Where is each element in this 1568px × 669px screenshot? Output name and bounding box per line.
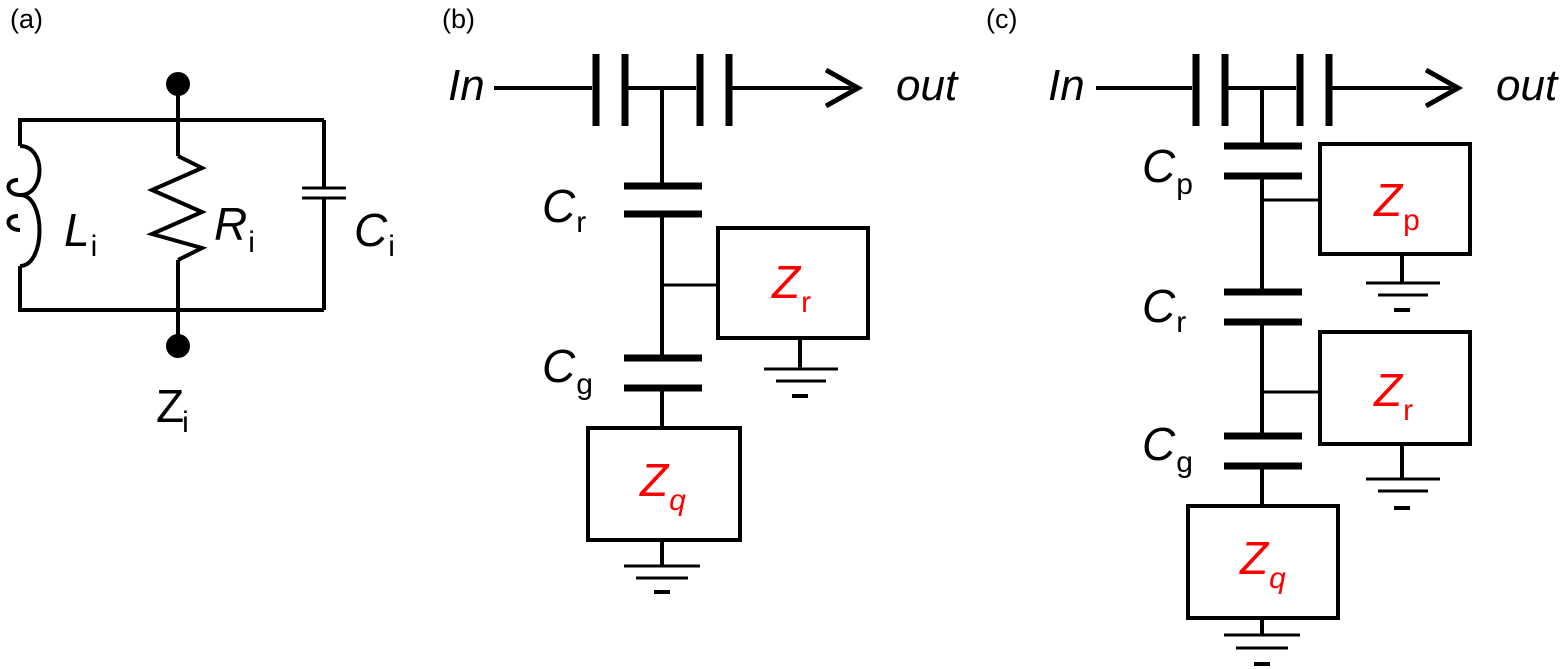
zr-label: Zr (1373, 364, 1413, 427)
capacitor-label: Ci (354, 204, 395, 263)
impedance-box-zp (1318, 142, 1472, 256)
input-label: In (448, 61, 485, 110)
inductor-symbol (6, 120, 42, 310)
impedance-box-zr (716, 226, 870, 340)
capacitor-symbol (302, 120, 346, 310)
ground-zq (624, 564, 700, 594)
panel-c: (c) In out (986, 4, 1559, 666)
cr-label: Cr (1142, 280, 1186, 339)
ground-zp (1366, 281, 1440, 312)
panel-b: (b) In out (442, 4, 959, 594)
output-label: out (1496, 61, 1559, 110)
cg-label: Cg (1142, 418, 1193, 479)
coupling-capacitors (494, 54, 852, 126)
output-arrow (824, 67, 864, 109)
impedance-box-zr (1318, 330, 1472, 446)
impedance-box-zq (586, 426, 742, 542)
panel-b-tag: (b) (442, 4, 475, 34)
panel-a-tag: (a) (10, 4, 43, 34)
output-arrow (1424, 67, 1464, 109)
resistor-label: Ri (214, 198, 255, 259)
capacitor-cr (624, 182, 702, 218)
panel-a: (a) Li Ri (6, 4, 395, 439)
input-label: In (1048, 61, 1085, 110)
zp-label: Zp (1373, 174, 1420, 237)
ground-zr (764, 367, 838, 398)
cg-label: Cg (542, 340, 593, 401)
capacitor-cg (624, 354, 702, 392)
capacitor-cg (1224, 432, 1302, 470)
capacitor-cr (1224, 288, 1302, 326)
panel-c-tag: (c) (986, 4, 1017, 34)
zr-label: Zr (771, 256, 811, 319)
impedance-label: Zi (156, 380, 189, 439)
output-label: out (896, 61, 959, 110)
capacitor-cp (1224, 142, 1302, 180)
ground-zq (1224, 633, 1300, 666)
cp-label: Cp (1142, 140, 1193, 201)
zq-label: Zq (639, 454, 686, 517)
resistor-symbol (146, 120, 208, 310)
zq-label: Zq (1239, 532, 1286, 595)
coupling-capacitors (1096, 54, 1452, 126)
impedance-box-zq (1186, 504, 1340, 620)
inductor-label: Li (64, 204, 97, 263)
ground-zr (1366, 477, 1440, 510)
cr-label: Cr (542, 180, 586, 239)
